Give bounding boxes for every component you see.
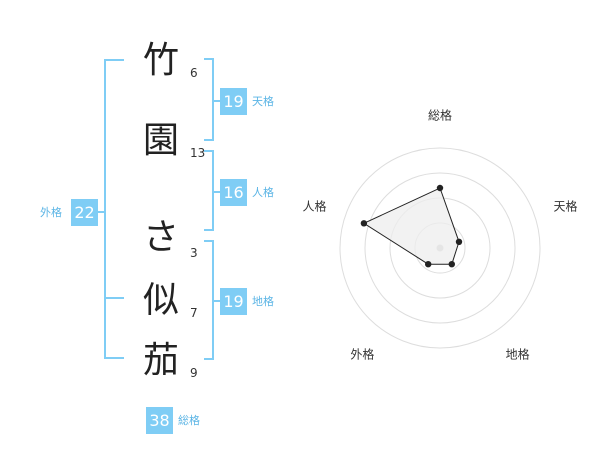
name-char-4: 似 [142, 280, 179, 321]
radar-point-1 [436, 184, 444, 192]
stroke-count-3: 3 [190, 246, 198, 260]
name-char-3: さ [142, 217, 179, 258]
radar-point-4 [425, 261, 432, 268]
radar-point-2 [455, 238, 463, 245]
radar-axis-label-2: 天格 [553, 199, 577, 214]
soukaku-value: 38 [146, 407, 173, 434]
stroke-count-4: 7 [190, 306, 198, 320]
name-char-5: 茄 [142, 340, 179, 381]
radar-axis-label-5: 人格 [302, 199, 326, 214]
jinkaku-value: 16 [220, 179, 247, 206]
chikaku-label: 地格 [252, 295, 274, 308]
chikaku-value: 19 [220, 288, 247, 315]
name-char-1: 竹 [142, 40, 179, 81]
radar-axis-label-4: 外格 [350, 346, 374, 361]
jinkaku-label: 人格 [252, 186, 274, 199]
radar-axis-label-1: 総格 [428, 108, 452, 123]
stroke-count-5: 9 [190, 366, 198, 380]
tenkaku-value: 19 [220, 88, 247, 115]
stroke-count-2: 13 [190, 146, 206, 160]
radar-ring-3 [364, 172, 516, 324]
soukaku-label: 総格 [178, 414, 200, 427]
gaikaku-label: 外格 [40, 206, 62, 219]
radar-ring-4 [339, 147, 541, 349]
radar-point-5 [360, 220, 368, 227]
gaikaku-value: 22 [71, 199, 98, 226]
radar-point-3 [448, 261, 455, 268]
radar-area [362, 187, 460, 265]
tenkaku-label: 天格 [252, 95, 274, 108]
name-char-2: 園 [142, 120, 179, 161]
stroke-count-1: 6 [190, 66, 198, 80]
radar-axis-label-3: 地格 [506, 346, 530, 361]
